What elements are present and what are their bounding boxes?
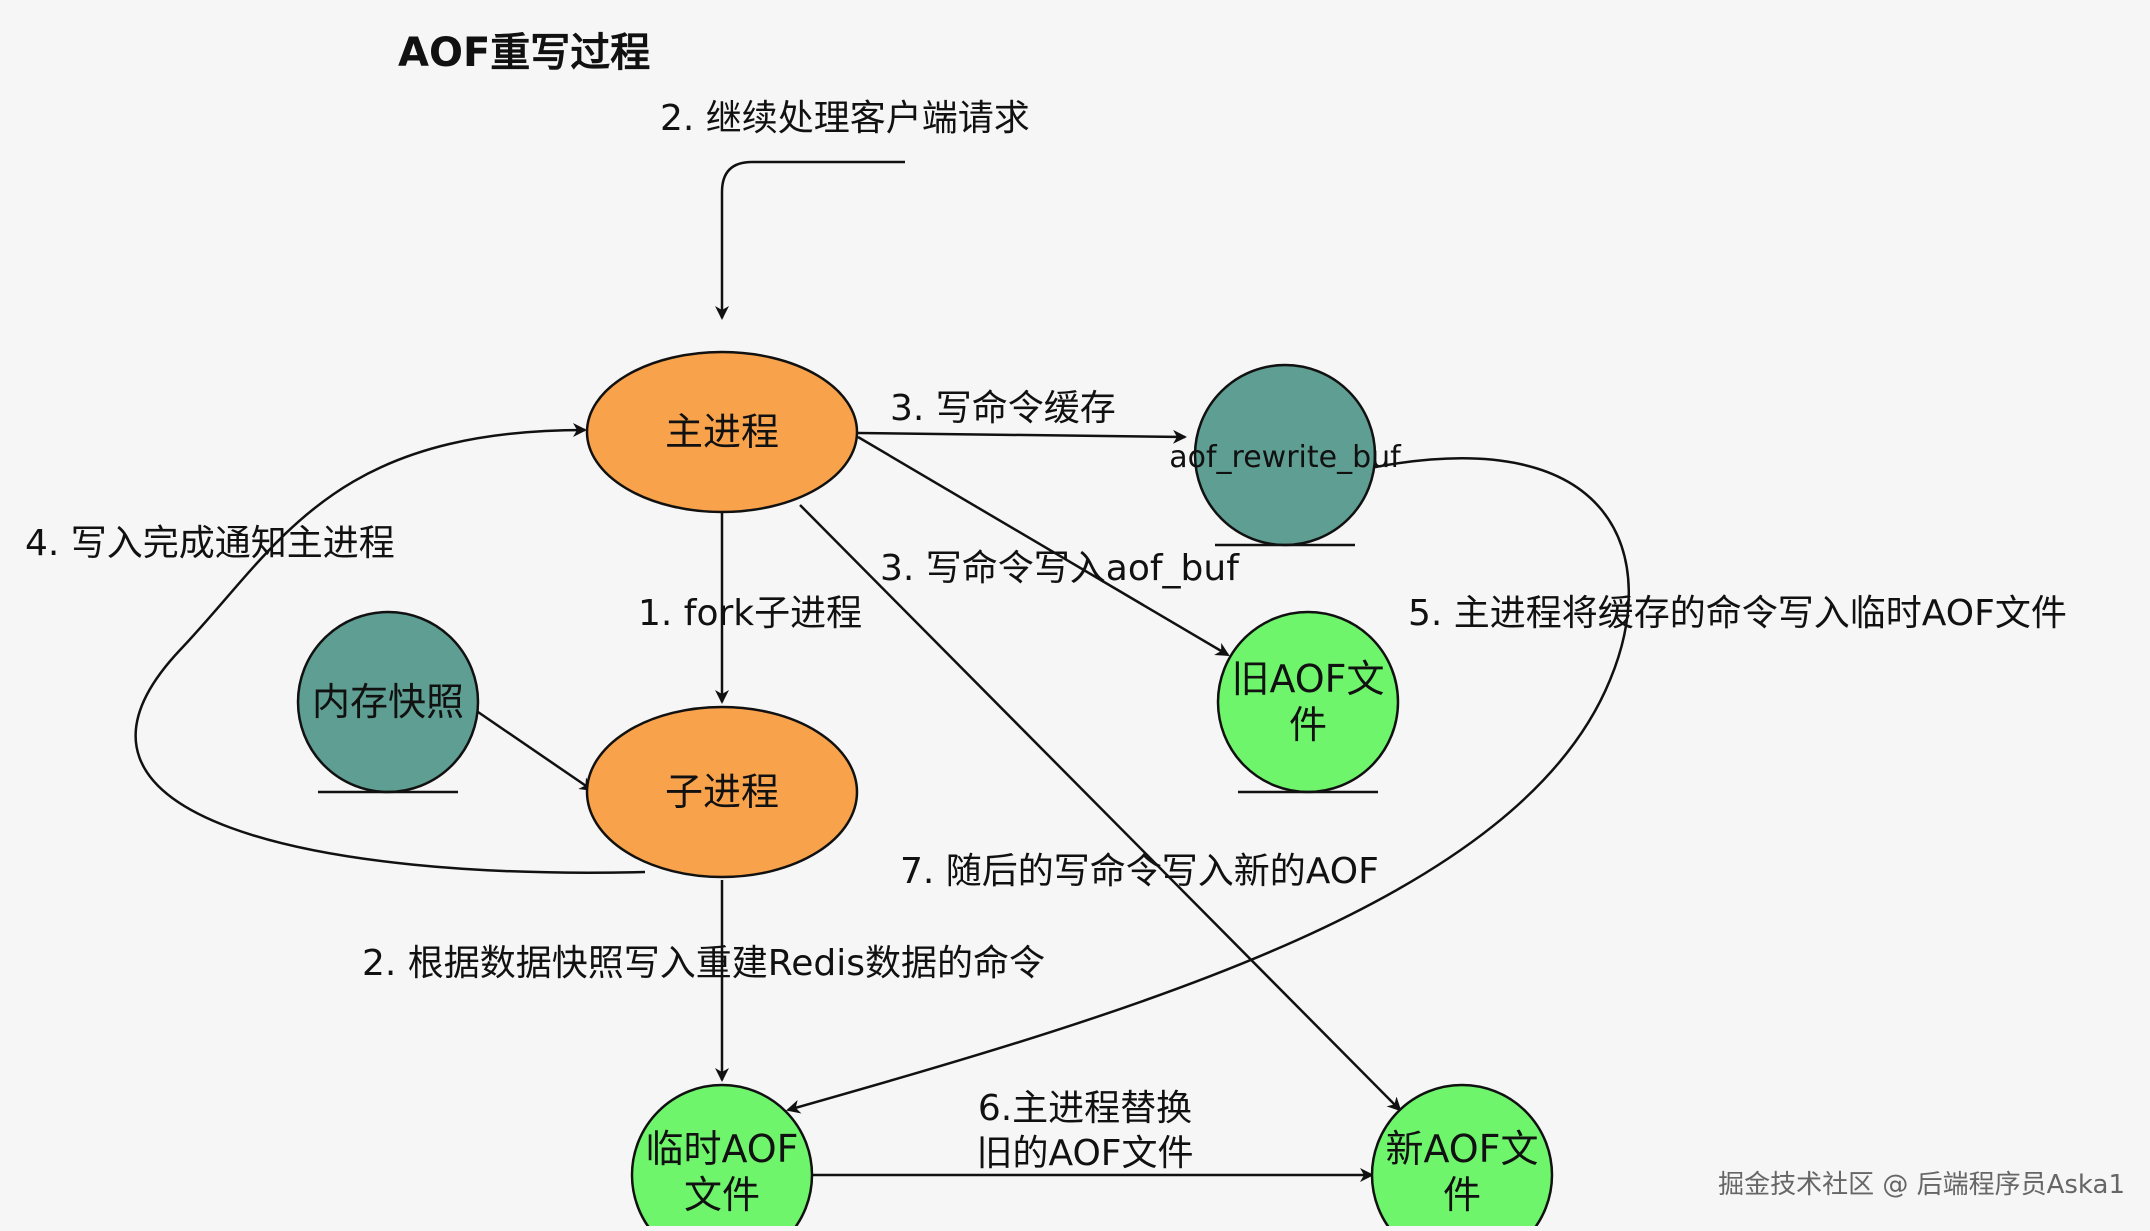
old-aof-node: [1216, 610, 1400, 794]
old-aof-label-line2: 件: [1289, 703, 1327, 747]
temp-aof-label-line1: 临时AOF: [645, 1127, 798, 1171]
edge-label-write-cache: 3. 写命令缓存: [890, 388, 1116, 429]
edge-label-replace-line2: 旧的AOF文件: [976, 1133, 1193, 1174]
edge-write-aof-buf: [857, 435, 1230, 657]
edge-new-writes: [799, 504, 1402, 1112]
diagram-title: AOF重写过程: [398, 30, 650, 76]
edge-snapshot-to-child: [477, 710, 594, 792]
memory-snapshot-label: 内存快照: [312, 680, 464, 724]
main-process-label: 主进程: [665, 410, 779, 454]
edge-label-client-requests: 2. 继续处理客户端请求: [660, 98, 1030, 139]
watermark-text: 掘金技术社区 @ 后端程序员Aska1: [1718, 1170, 2125, 1200]
edge-write-cache: [857, 429, 1187, 444]
main-process-node: [585, 350, 859, 514]
edge-label-write-aof-buf: 3. 写命令写入aof_buf: [880, 548, 1240, 589]
child-process-node: [585, 705, 859, 879]
rewrite-buf-label: aof_rewrite_buf: [1169, 440, 1402, 475]
new-aof-label-line2: 件: [1443, 1173, 1481, 1217]
new-aof-label-line1: 新AOF文: [1385, 1127, 1538, 1171]
temp-aof-label-line2: 文件: [684, 1173, 760, 1217]
edge-notify-main: [134, 423, 646, 874]
edge-label-fork: 1. fork子进程: [638, 593, 862, 634]
new-aof-node: [1370, 1083, 1554, 1231]
old-aof-label-line1: 旧AOF文: [1231, 657, 1384, 701]
edge-write-temp: [786, 457, 1630, 1114]
edge-label-write-temp: 5. 主进程将缓存的命令写入临时AOF文件: [1408, 593, 2067, 634]
temp-aof-node: [630, 1083, 814, 1231]
edge-label-notify-main: 4. 写入完成通知主进程: [25, 523, 395, 564]
edge-label-replace-line1: 6.主进程替换: [978, 1088, 1192, 1129]
edge-label-new-writes: 7. 随后的写命令写入新的AOF: [900, 851, 1379, 892]
edge-label-rebuild-commands: 2. 根据数据快照写入重建Redis数据的命令: [362, 943, 1045, 984]
child-process-label: 子进程: [665, 770, 779, 814]
edge-client-requests: [715, 160, 905, 320]
